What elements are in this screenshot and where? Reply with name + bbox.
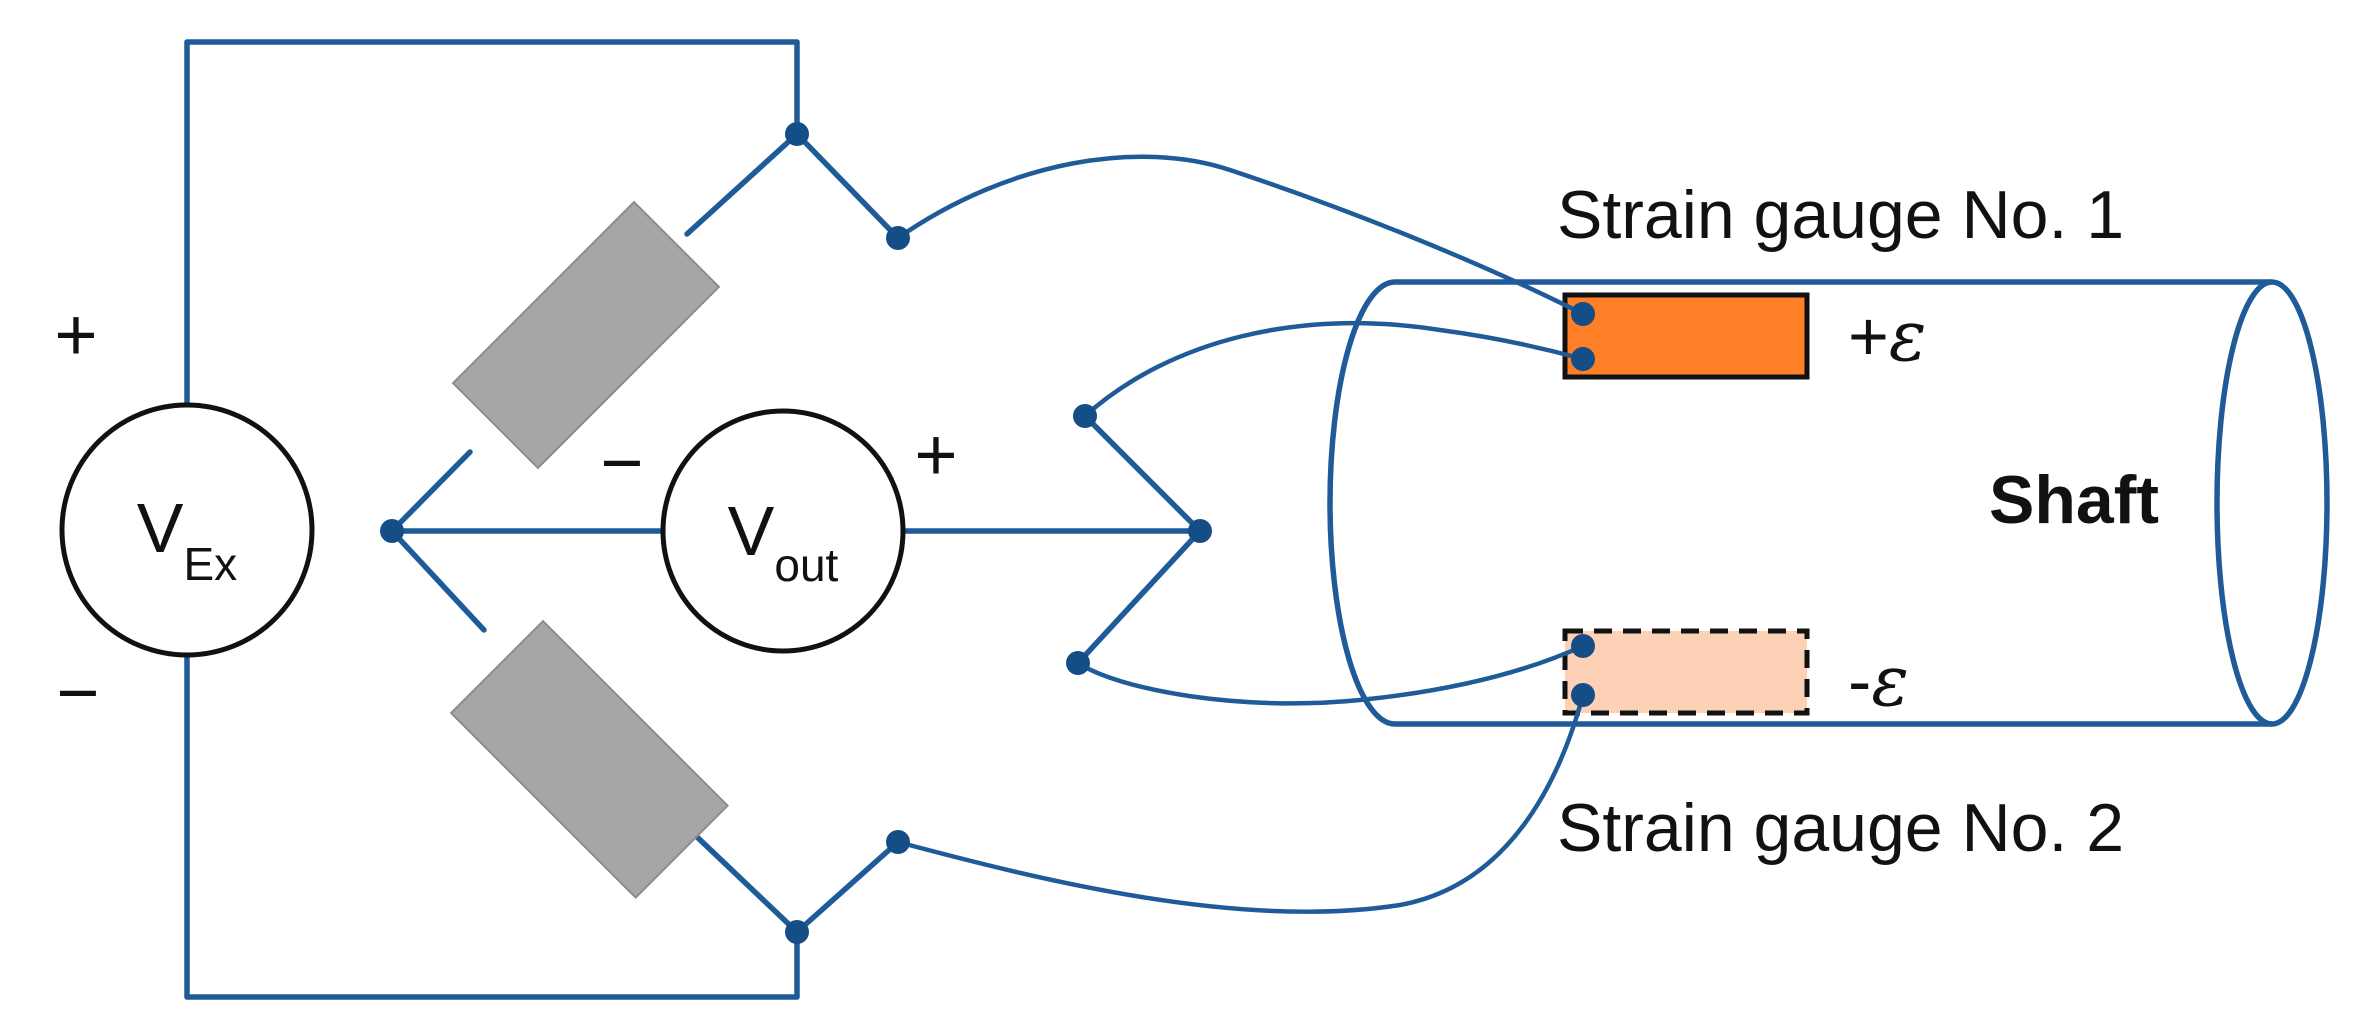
meter-label-sub: out xyxy=(774,539,838,591)
lead-wire-gauge1-a xyxy=(895,154,1586,317)
lead-wire-gauge2-a xyxy=(1075,643,1586,706)
gauge1-strain-label: +ε xyxy=(1848,295,1926,377)
gauge1-strain-symbol: ε xyxy=(1889,295,1927,377)
upper-resistor xyxy=(451,200,721,470)
gauge2-terminal-b xyxy=(1571,683,1595,707)
gauge2-strain-symbol: ε xyxy=(1871,640,1909,722)
shaft-right-end xyxy=(2214,279,2330,727)
source-label-sub: Ex xyxy=(184,538,238,590)
node-left xyxy=(380,519,404,543)
source-plus-sign: + xyxy=(54,293,97,376)
upper-left-arm-wire xyxy=(389,131,800,534)
lead-wire-gauge1-b xyxy=(1082,320,1586,419)
node-lower-terminal xyxy=(886,830,910,854)
gauge2-strain-sign: - xyxy=(1848,642,1871,720)
node-mid-lower-terminal xyxy=(1066,651,1090,675)
node-top xyxy=(785,122,809,146)
strain-gauge-1 xyxy=(1562,292,1810,380)
shaft-label: Shaft xyxy=(1989,462,2159,538)
source-label-main: V xyxy=(137,489,184,567)
lower-resistor xyxy=(449,619,730,900)
meter-plus-sign: + xyxy=(914,413,957,496)
lower-left-arm-wire xyxy=(389,528,800,935)
gauge1-terminal-a xyxy=(1571,302,1595,326)
shaft-left-end xyxy=(1327,279,1396,727)
meter-label-main: V xyxy=(728,492,775,570)
strain-gauge-2 xyxy=(1562,628,1810,716)
node-upper-terminal xyxy=(886,226,910,250)
gauge1-strain-sign: + xyxy=(1848,297,1889,375)
node-bottom xyxy=(785,920,809,944)
shaft-body xyxy=(1395,279,2272,727)
upper-right-arm-wire xyxy=(794,131,901,241)
node-mid-upper-terminal xyxy=(1073,404,1097,428)
excitation-wire-top xyxy=(184,39,800,408)
output-voltmeter xyxy=(660,408,906,654)
excitation-source xyxy=(59,402,315,658)
source-label: VEx xyxy=(137,489,237,590)
meter-label: Vout xyxy=(728,492,839,591)
strain-gauge-2-label: Strain gauge No. 2 xyxy=(1557,790,2124,866)
excitation-wire-bottom xyxy=(184,652,800,1000)
gauge2-terminal-a xyxy=(1571,634,1595,658)
gauge1-terminal-b xyxy=(1571,347,1595,371)
lower-right-arm-wire xyxy=(794,839,901,935)
strain-gauge-1-label: Strain gauge No. 1 xyxy=(1557,177,2124,253)
node-right xyxy=(1188,519,1212,543)
lead-wire-gauge2-b xyxy=(895,692,1586,914)
right-junction-wires xyxy=(1075,413,1203,666)
gauge2-strain-label: -ε xyxy=(1848,640,1909,722)
source-minus-sign: − xyxy=(56,651,99,734)
meter-minus-sign: − xyxy=(600,421,643,504)
